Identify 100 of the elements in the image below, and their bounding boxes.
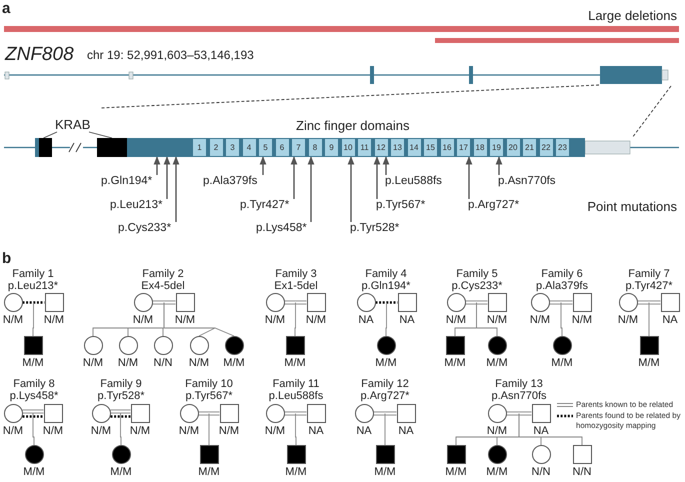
unaffected-individual [532,445,550,464]
variant-label: p.Tyr528* [97,390,145,403]
unaffected-individual [180,404,198,423]
unaffected-individual [118,336,138,355]
genotype-label: N/M [618,314,638,326]
unaffected-individual [396,404,416,423]
couple-line [22,301,44,304]
variant-label: p.Asn770fs [498,175,556,188]
domain-label: KRAB [55,117,90,132]
genotype-label: N/M [306,314,326,326]
zinc-finger-domain: 23 [556,139,569,156]
family-label: Family 2 [142,268,184,281]
affected-individual [200,445,218,464]
zinc-finger-domain: 18 [474,139,486,156]
arrow [348,156,354,222]
zinc-finger-domain: 4 [242,139,256,156]
unaffected-individual [488,404,506,423]
domain-label: Zinc finger domains [296,119,410,134]
panel-letter: b [2,250,12,268]
couple-line [22,415,44,418]
unaffected-individual [532,404,550,423]
genotype-label: N/M [486,314,508,326]
arrow [290,156,298,199]
family-label: Family 3 [275,268,317,281]
variant-label: Ex1-5del [274,280,318,293]
unaffected-individual [356,293,376,312]
variant-label: p.Leu588fs [268,390,324,403]
family-label: Family 1 [12,268,54,281]
family-label: Family 4 [365,268,407,281]
couple-line [22,409,44,414]
unaffected-individual [306,293,326,312]
genotype-label: NA [662,314,678,326]
variant-label: p.Arg727* [360,390,410,403]
variant-label: p.Gln194* [362,280,410,293]
arrow [260,156,266,175]
genotype-label: M/M [110,466,132,478]
couple-line [506,411,532,416]
arrow [466,156,472,199]
zinc-finger-domain: 3 [226,139,239,156]
zinc-finger-domain: 19 [490,139,503,156]
genotype-label: M/M [285,466,307,478]
descent-line [120,413,122,446]
genotype-label: N/M [264,314,286,326]
unaffected-individual [176,293,194,312]
zinc-finger-domain: 22 [540,139,552,156]
krab-domain-block [97,138,127,157]
family-label: Family 6 [541,268,583,281]
affected-individual [112,445,130,464]
genomic-coordinates: chr 19: 52,991,603–53,146,193 [87,49,254,63]
unaffected-individual [530,293,550,312]
genotype-label: N/M [178,425,200,437]
couple-line [110,415,130,418]
arrow [382,156,390,175]
genotype-label: N/M [82,357,104,369]
zinc-finger-domain: 7 [292,139,305,156]
zinc-finger-domain: 2 [210,139,222,156]
variant-label: p.Gln194* [101,175,152,188]
track-label: Point mutations [587,200,677,215]
arrow [172,156,180,222]
unaffected-individual [190,336,208,355]
genotype-label: N/M [118,357,138,369]
genotype-label: N/M [486,425,508,437]
genotype-label: N/M [572,314,592,326]
zinc-finger-domain: 8 [308,139,322,156]
unaffected-individual [84,336,102,355]
genotype-label: M/M [23,466,45,478]
family-label: Family 7 [628,268,670,281]
couple-line [373,411,397,416]
gene-name: ZNF808 [5,44,74,66]
family-label: Family 11 [272,378,320,391]
leader-line [43,132,58,138]
couple-line [284,411,307,416]
genotype-label: N/M [42,425,64,437]
unaffected-individual [266,293,284,312]
genotype-label: NA [398,425,414,437]
affected-individual [446,336,464,355]
zinc-finger-domain: 6 [276,139,288,156]
affected-individual [376,445,394,464]
zinc-finger-domain: 1 [193,139,206,156]
genotype-label: M/M [284,357,306,369]
unaffected-individual [134,293,152,312]
genotype-label: N/M [446,314,466,326]
couple-line [637,300,661,305]
variant-label: p.Lys458* [256,222,307,235]
descent-line [295,413,296,446]
genotype-label: N/M [174,314,196,326]
couple-line [376,301,398,304]
family-label: Family 9 [100,378,142,391]
unaffected-individual [488,293,506,312]
arrow [164,156,170,199]
descent-line [208,413,210,446]
genotype-label: M/M [223,357,245,369]
genotype-label: N/M [218,425,240,437]
variant-label: p.Cys233* [452,280,502,293]
zinc-finger-domain: 13 [391,139,404,156]
krab-domain-block [35,138,52,157]
genotype-label: N/M [264,425,286,437]
descent-line [386,302,387,336]
affected-individual [286,445,306,464]
variant-label: p.Cys233* [118,222,172,235]
